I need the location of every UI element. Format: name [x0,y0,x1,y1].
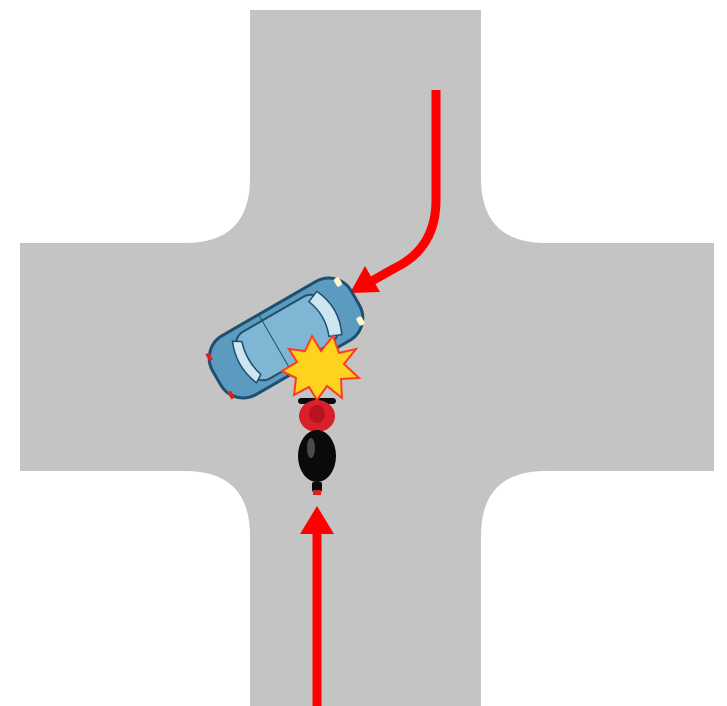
car-taillight-left [205,352,213,362]
motorcycle-top-view-icon [298,398,336,495]
car-taillight-right [227,390,235,400]
car-headlight-right [356,316,365,326]
car-windshield [307,290,343,338]
motorcycle-path-arrow [300,506,334,706]
car-path-arrow [350,90,441,293]
car-rear-window [231,340,262,384]
car-top-view-icon [205,276,365,400]
motorcycle-path-arrowhead [300,506,334,534]
car-path-arrowhead [350,266,380,293]
crossroads-intersection [20,10,714,706]
car-headlight-left [333,277,343,287]
collision-burst-icon [279,333,362,402]
